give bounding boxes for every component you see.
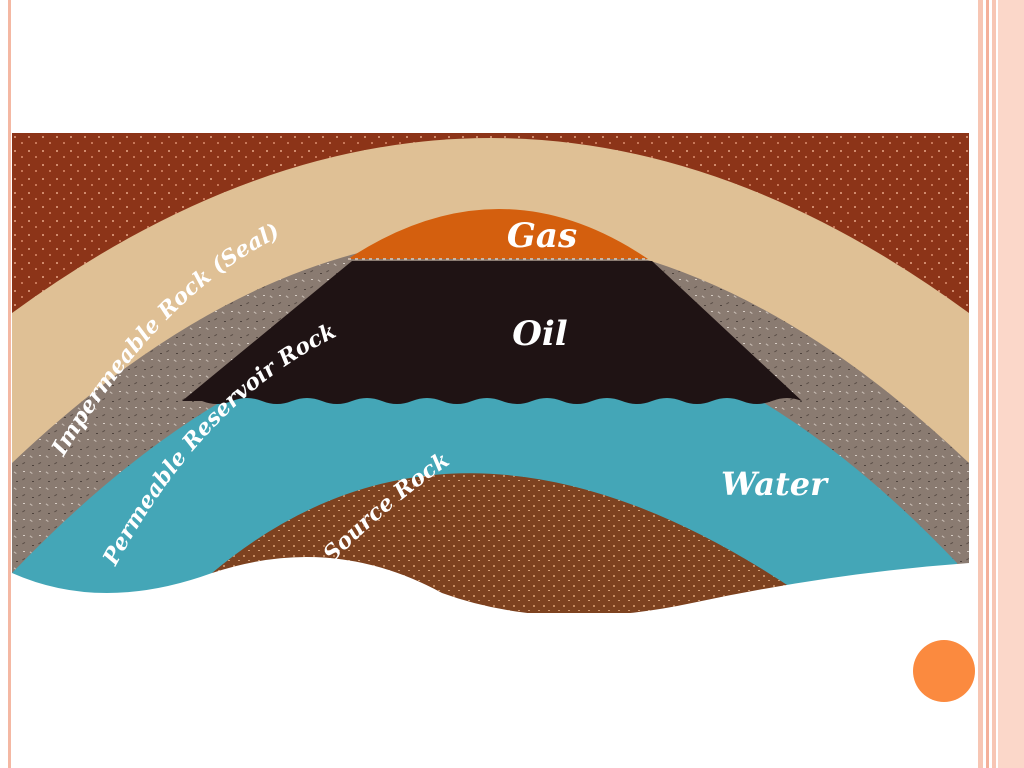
gas-label: Gas [507, 216, 577, 256]
oil-zone [182, 261, 802, 404]
bottom-wave [12, 557, 969, 613]
accent-circle [913, 640, 975, 702]
gas-cap [348, 209, 648, 259]
oil-trap-diagram: Gas Oil Water Impermeable Rock (Seal) Pe… [12, 133, 969, 613]
right-border-stripes [978, 0, 1024, 768]
oil-label: Oil [512, 314, 568, 354]
left-border-line [8, 0, 11, 768]
water-label: Water [721, 465, 829, 503]
